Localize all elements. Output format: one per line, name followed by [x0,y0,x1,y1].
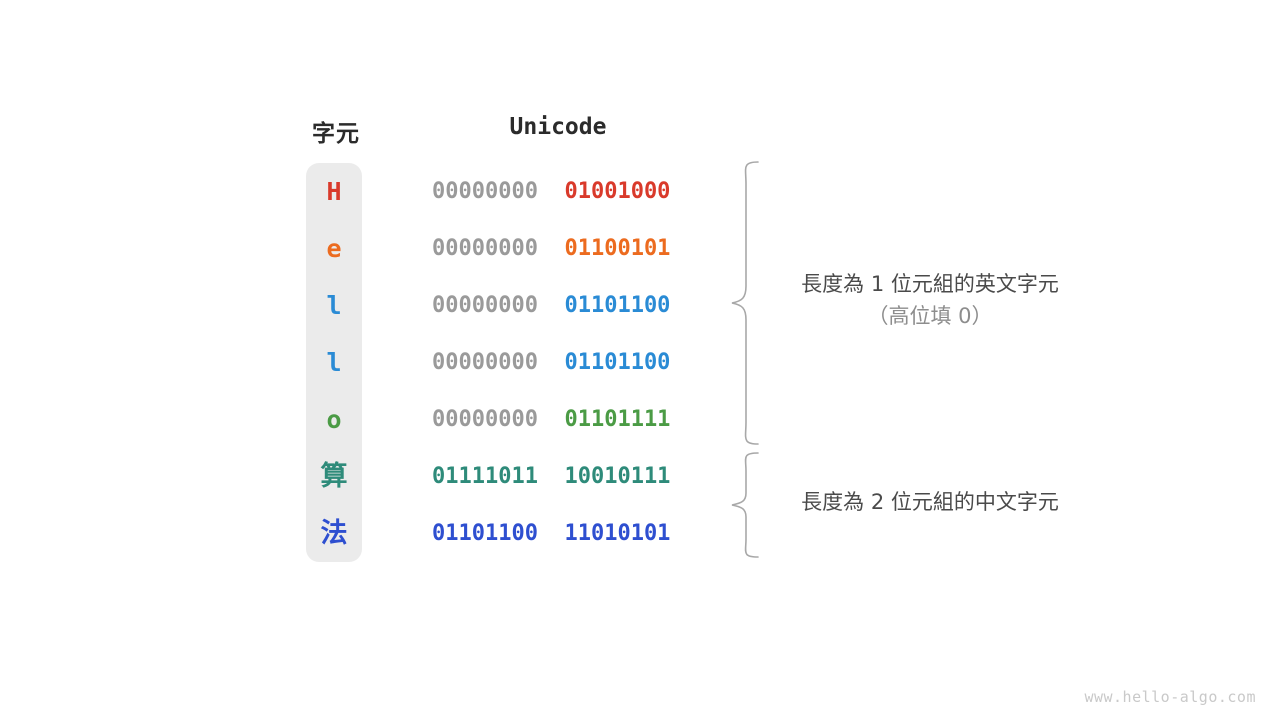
annotation-two-byte: 長度為 2 位元組的中文字元 [770,486,1090,518]
byte-separator [538,293,565,318]
unicode-bits-cell: 00000000 01101111 [432,391,692,448]
annotation-one-byte-line1: 長度為 1 位元組的英文字元 [801,272,1059,296]
column-header-character: 字元 [312,120,360,146]
byte-separator [538,464,565,489]
annotation-one-byte-line2: （高位填 0） [867,304,993,328]
unicode-bits-cell: 00000000 01101100 [432,334,692,391]
high-byte: 00000000 [432,407,538,432]
byte-separator [538,350,565,375]
character-column-panel [306,163,362,562]
character-cell: l [326,348,342,377]
high-byte: 01111011 [432,464,538,489]
annotation-two-byte-line1: 長度為 2 位元組的中文字元 [801,490,1059,514]
low-byte: 11010101 [564,521,671,546]
character-cell: 法 [320,518,348,549]
high-byte: 00000000 [432,236,538,261]
byte-separator [538,521,565,546]
column-header-unicode: Unicode [509,114,607,140]
annotation-one-byte: 長度為 1 位元組的英文字元 （高位填 0） [770,268,1090,332]
brace-two-byte [731,452,759,558]
byte-separator [538,236,565,261]
character-cell: 算 [320,461,348,492]
unicode-bits-cell: 00000000 01001000 [432,163,692,220]
brace-one-byte [731,161,759,445]
character-cell: o [326,405,342,434]
low-byte: 01101100 [564,293,671,318]
high-byte: 00000000 [432,350,538,375]
high-byte: 00000000 [432,179,538,204]
low-byte: 01100101 [564,236,671,261]
byte-separator [538,179,565,204]
low-byte: 10010111 [564,464,671,489]
unicode-bits-cell: 01101100 11010101 [432,505,692,562]
unicode-bits-cell: 00000000 01101100 [432,277,692,334]
watermark: www.hello-algo.com [1084,688,1256,706]
character-cell: l [326,291,342,320]
character-cell: e [326,234,342,263]
low-byte: 01001000 [564,179,671,204]
high-byte: 00000000 [432,293,538,318]
low-byte: 01101111 [564,407,671,432]
low-byte: 01101100 [564,350,671,375]
unicode-bits-cell: 00000000 01100101 [432,220,692,277]
byte-separator [538,407,565,432]
unicode-bits-cell: 01111011 10010111 [432,448,692,505]
high-byte: 01101100 [432,521,538,546]
character-cell: H [326,177,342,206]
